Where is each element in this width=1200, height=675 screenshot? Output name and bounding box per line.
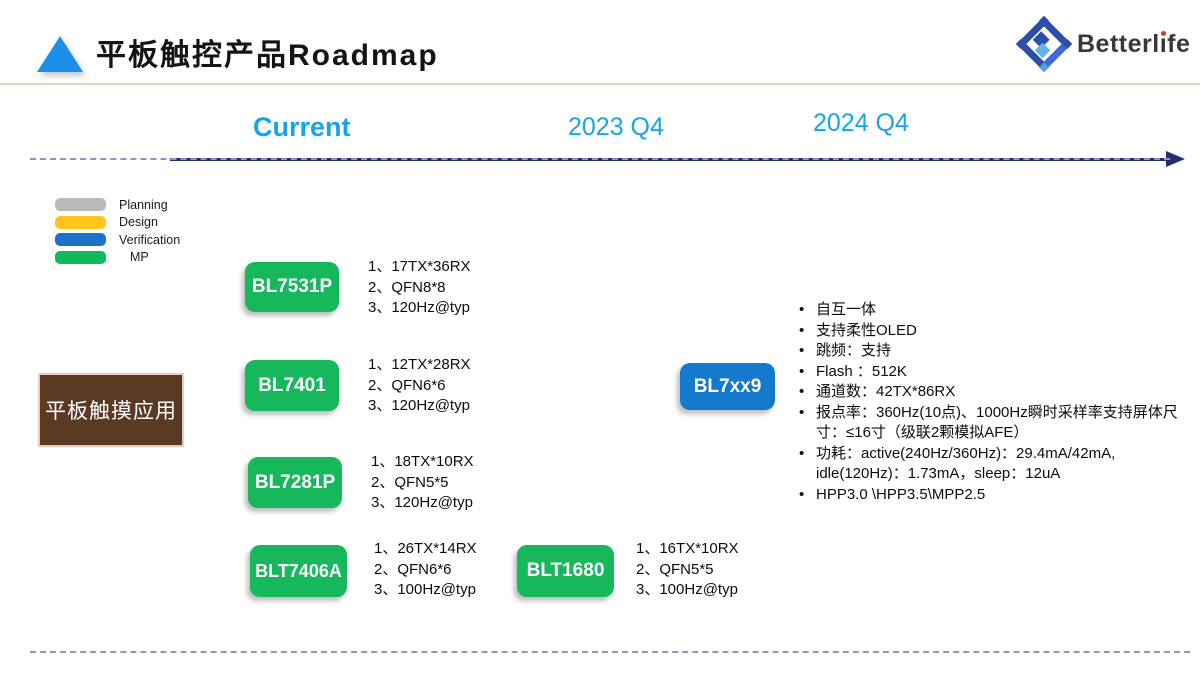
planning-swatch <box>55 198 106 212</box>
feature-item: 功耗：active(240Hz/360Hz)：29.4mA/42mA, idle… <box>790 444 1190 485</box>
chip-blt7406a: BLT7406A <box>250 545 347 597</box>
specs-bl7401: 1、12TX*28RX 2、QFN6*6 3、120Hz@typ <box>368 356 471 414</box>
specs-blt7406a: 1、26TX*14RX 2、QFN6*6 3、100Hz@typ <box>374 540 477 598</box>
features-bl7xx9: 自互一体 支持柔性OLED 跳频：支持 Flash ：512K 通道数：42TX… <box>790 300 1190 505</box>
feature-item: 通道数：42TX*86RX <box>790 382 1190 403</box>
legend-item-mp: MP <box>55 249 180 267</box>
specs-blt1680: 1、16TX*10RX 2、QFN5*5 3、100Hz@typ <box>636 540 739 598</box>
title-triangle-icon <box>37 36 83 72</box>
feature-item: 支持柔性OLED <box>790 321 1190 342</box>
legend-item-planning: Planning <box>55 196 180 214</box>
betterlife-logo: Betterlıfe <box>1016 16 1190 72</box>
legend-item-verification: Verification <box>55 231 180 249</box>
chip-bl7281p: BL7281P <box>248 457 342 508</box>
timeline-label-2023q4: 2023 Q4 <box>568 113 664 141</box>
betterlife-diamond-icon <box>1016 16 1072 72</box>
specs-bl7281p: 1、18TX*10RX 2、QFN5*5 3、120Hz@typ <box>371 453 474 511</box>
chip-blt1680: BLT1680 <box>517 545 614 597</box>
legend-item-design: Design <box>55 214 180 232</box>
page-title: 平板触控产品Roadmap <box>96 39 439 72</box>
feature-item: 报点率：360Hz(10点)、1000Hz瞬时采样率支持屏体尺寸：≤16寸（级联… <box>790 403 1190 444</box>
category-box-tablet-touch: 平板触摸应用 <box>38 373 184 447</box>
feature-item: 跳频：支持 <box>790 341 1190 362</box>
design-swatch <box>55 215 106 229</box>
chip-bl7xx9: BL7xx9 <box>680 363 775 410</box>
chip-bl7401: BL7401 <box>245 360 339 411</box>
feature-item: Flash ：512K <box>790 362 1190 383</box>
timeline-label-current: Current <box>253 112 351 142</box>
header-divider <box>0 83 1200 85</box>
timeline-arrowhead <box>1166 151 1185 167</box>
brand-text: Betterlıfe <box>1077 29 1191 58</box>
chip-bl7531p: BL7531P <box>245 262 339 312</box>
mp-swatch <box>55 250 106 264</box>
timeline-dashed-line <box>30 158 1170 160</box>
bottom-dashed-line <box>30 651 1190 653</box>
timeline-label-2024q4: 2024 Q4 <box>813 109 909 137</box>
feature-item: 自互一体 <box>790 300 1190 321</box>
verification-swatch <box>55 233 106 247</box>
stage-legend: Planning Design Verification MP <box>55 196 180 266</box>
feature-item: HPP3.0 \HPP3.5\MPP2.5 <box>790 485 1190 506</box>
specs-bl7531p: 1、17TX*36RX 2、QFN8*8 3、120Hz@typ <box>368 258 471 316</box>
